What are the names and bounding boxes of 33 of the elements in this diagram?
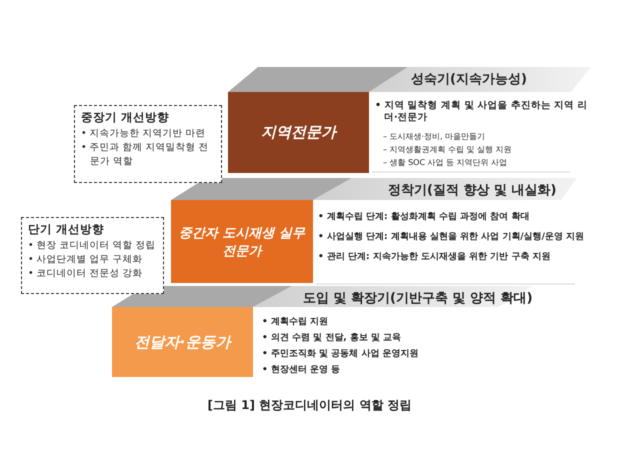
bullet-text: • 코디네이터 전문성 강화 — [28, 266, 144, 280]
bullet-text: • 의견 수렴 및 전달, 홍보 및 교육 — [262, 332, 402, 344]
box-heading: 단기 개선방향 — [28, 222, 106, 237]
role-box — [171, 200, 313, 283]
stage-title: 성숙기(지속가능성) — [411, 71, 527, 88]
bullet-text: – 도시재생·정비, 마을만들기 — [383, 131, 486, 142]
bullet-text: • 사업단계별 업무 구체화 — [28, 252, 144, 267]
bullet-text: • 계획수립 단계: 활성화계획 수립 과정에 참여 확대 — [318, 211, 530, 223]
stage-title: 정착기(질적 향상 및 내실화) — [388, 182, 556, 199]
direction-box — [21, 217, 164, 294]
box-heading: 중장기 개선방향 — [81, 110, 170, 125]
role-box — [228, 92, 369, 173]
bullet-text: • 지속가능한 지역기반 마련 — [81, 127, 207, 141]
role-box — [112, 307, 253, 377]
stage-band — [369, 67, 591, 92]
stage-band — [253, 286, 533, 307]
bullet-text: • 계획수립 지원 — [262, 316, 328, 328]
bullet-text: • 지역 밀착형 계획 및 사업을 추진하는 지역 리더·전문가 — [375, 100, 589, 125]
stage-title: 도입 및 확장기(기반구축 및 양적 확대) — [303, 290, 533, 307]
bullet-text: • 관리 단계: 지속가능한 도시재생을 위한 기반 구축 지원 — [318, 250, 550, 263]
figure-caption: [그림 1] 현장코디네이터의 역할 정립 — [206, 397, 413, 414]
bullet-text: • 현장센터 운영 등 — [262, 364, 340, 376]
bullet-text: – 생활 SOC 사업 등 지역단위 사업 — [383, 157, 508, 168]
bullet-text: • 사업실행 단계: 계획내용 실현을 위한 사업 기획/실행/운영 지원 — [318, 231, 584, 243]
bullet-text: • 주민과 함께 지역밀착형 전문가 역할 — [81, 140, 210, 168]
bullet-text: – 지역생활권계획 수립 및 실행 지원 — [383, 144, 512, 155]
role-title: 전달자·운동가 — [134, 332, 230, 352]
role-title: 지역전문가 — [261, 123, 336, 142]
bullet-text: • 주민조직화 및 공동체 사업 운영지원 — [262, 348, 418, 360]
direction-box — [74, 105, 222, 183]
bullet-text: • 현장 코디네이터 역할 정립 — [28, 239, 157, 253]
role-title: 중간자 도시재생 실무 전문가 — [178, 224, 306, 260]
stage-band — [313, 178, 577, 200]
